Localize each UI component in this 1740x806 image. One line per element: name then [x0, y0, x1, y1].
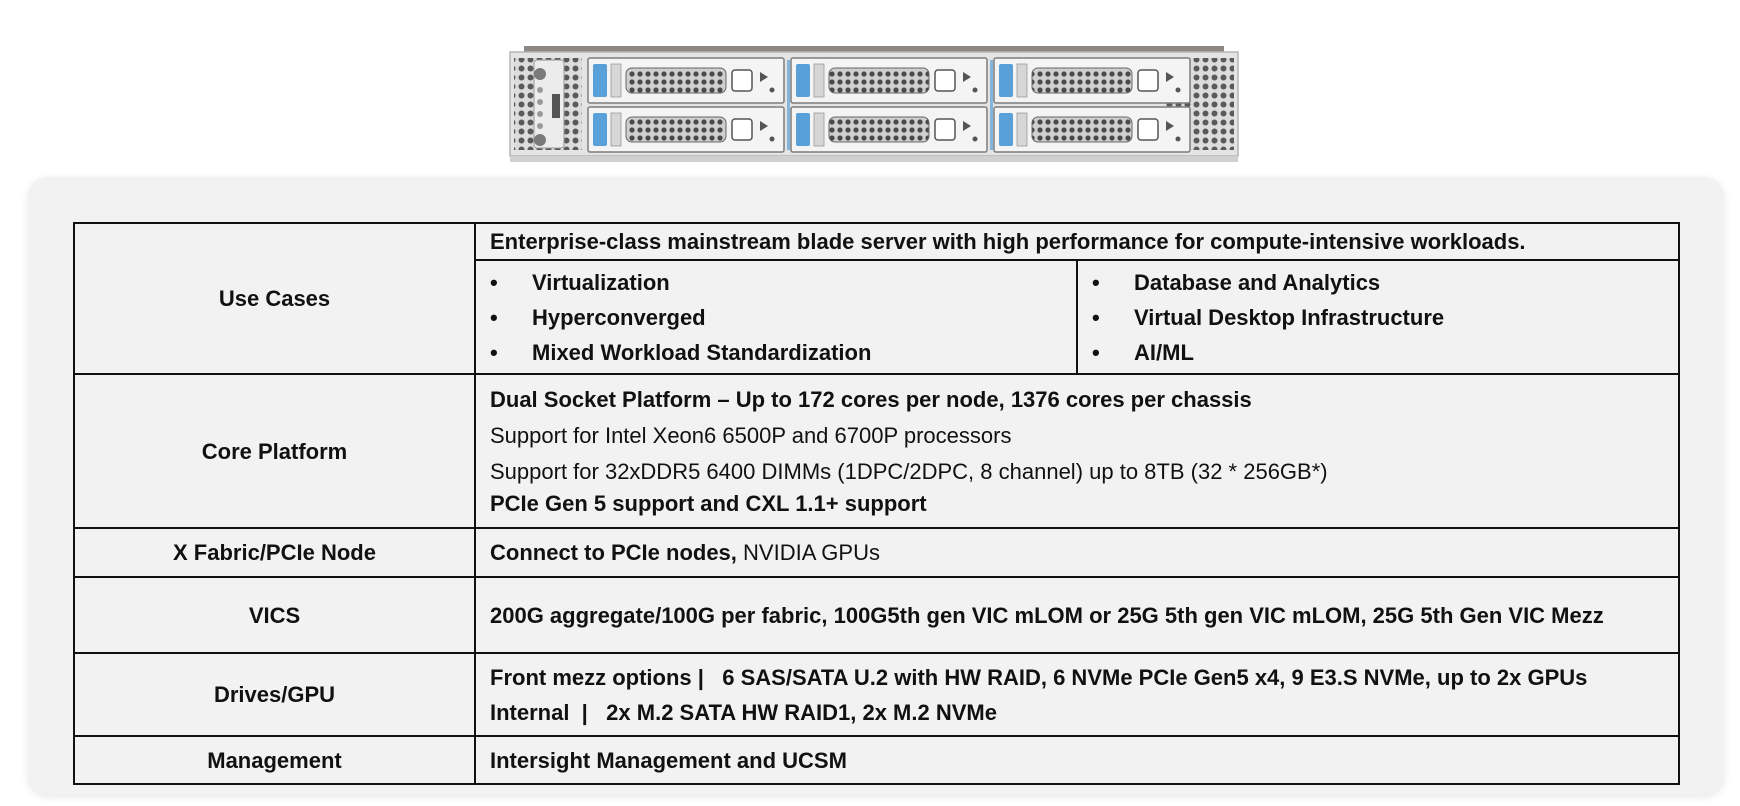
list-item: •Virtual Desktop Infrastructure	[1092, 300, 1664, 335]
drive-bay	[993, 57, 1191, 104]
bottom-rail	[510, 156, 1238, 162]
core-platform-label: Core Platform	[73, 373, 476, 529]
server-front-image	[508, 46, 1240, 163]
list-item: •Mixed Workload Standardization	[490, 335, 1062, 370]
drive-bay	[790, 106, 988, 153]
bullet: •	[1092, 270, 1100, 295]
top-rail	[524, 46, 1224, 52]
drive-bay	[587, 106, 785, 153]
list-item: •Virtualization	[490, 265, 1062, 300]
list-item: •Database and Analytics	[1092, 265, 1664, 300]
drive-bay	[993, 106, 1191, 153]
management-content: Intersight Management and UCSM	[474, 735, 1680, 785]
status-led	[537, 87, 543, 93]
bullet: •	[1092, 340, 1100, 365]
bullet: •	[490, 340, 498, 365]
core-platform-line: Support for Intel Xeon6 6500P and 6700P …	[490, 422, 1012, 448]
drives-gpu-content: Front mezz options | 6 SAS/SATA U.2 with…	[474, 652, 1680, 737]
status-led	[537, 123, 543, 129]
x-fabric-label: X Fabric/PCIe Node	[73, 527, 476, 578]
spec-table: Use Cases Enterprise-class mainstream bl…	[73, 222, 1680, 785]
list-item: •Hyperconverged	[490, 300, 1062, 335]
management-label: Management	[73, 735, 476, 785]
core-platform-line: PCIe Gen 5 support and CXL 1.1+ support	[490, 490, 927, 516]
vics-label: VICS	[73, 576, 476, 654]
status-led	[537, 111, 543, 117]
list-item: •AI/ML	[1092, 335, 1664, 370]
drives-gpu-label: Drives/GPU	[73, 652, 476, 737]
drive-bay	[587, 57, 785, 104]
use-cases-description: Enterprise-class mainstream blade server…	[474, 222, 1680, 261]
core-platform-line: Dual Socket Platform – Up to 172 cores p…	[490, 386, 1252, 412]
drives-gpu-line: Front mezz options | 6 SAS/SATA U.2 with…	[490, 664, 1588, 690]
x-fabric-content: Connect to PCIe nodes, NVIDIA GPUs	[474, 527, 1680, 578]
bullet: •	[490, 305, 498, 330]
drive-bay	[790, 57, 988, 104]
power-button	[534, 68, 546, 80]
core-platform-content: Dual Socket Platform – Up to 172 cores p…	[474, 373, 1680, 529]
drives-gpu-line: Internal | 2x M.2 SATA HW RAID1, 2x M.2 …	[490, 699, 997, 725]
vics-content: 200G aggregate/100G per fabric, 100G5th …	[474, 576, 1680, 654]
reset-button	[534, 134, 546, 146]
core-platform-line: Support for 32xDDR5 6400 DIMMs (1DPC/2DP…	[490, 458, 1328, 484]
use-cases-right-list: •Database and Analytics •Virtual Desktop…	[1076, 259, 1680, 375]
drive-bays	[587, 57, 1191, 153]
status-led	[537, 99, 543, 105]
use-cases-left-list: •Virtualization •Hyperconverged •Mixed W…	[474, 259, 1078, 375]
bullet: •	[1092, 305, 1100, 330]
usb-port	[552, 94, 560, 118]
use-cases-label: Use Cases	[73, 222, 476, 375]
bullet: •	[490, 270, 498, 295]
